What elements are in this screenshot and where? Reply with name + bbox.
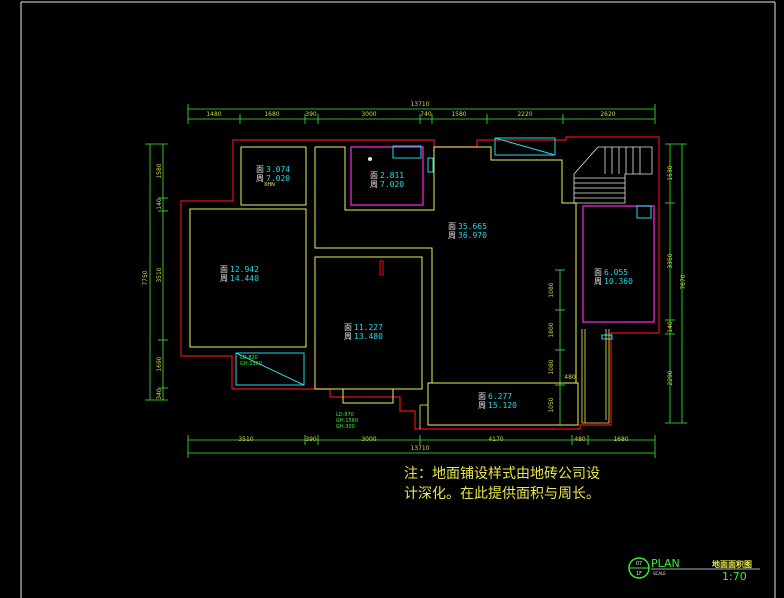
room-perimeter-mark: 周 — [448, 231, 456, 240]
room-tag: XHN — [264, 182, 275, 188]
room-area-mark: 面 — [220, 265, 228, 274]
middle-dim-text: 480 — [564, 374, 576, 381]
room-perimeter: 36.970 — [458, 231, 487, 240]
room-perimeter-mark: 周 — [256, 174, 264, 183]
top-dim-text: 740 — [420, 111, 432, 118]
bottom-overall-dim: 13710 — [410, 445, 429, 452]
left-dim-text: 1580 — [156, 163, 163, 178]
left-dim-text: 3510 — [156, 267, 163, 282]
bottom-dimension-lines — [187, 435, 656, 458]
top-dim-text: 3000 — [361, 111, 376, 118]
middle-dim-text: 1800 — [548, 322, 555, 337]
top-dimension-texts: 1480 1680 390 3000 740 1580 2220 2620 — [206, 111, 615, 118]
room-area: 2.811 — [380, 171, 404, 180]
left-dimension-lines — [145, 143, 168, 401]
window-tag-line: LD:820 — [240, 355, 258, 361]
room-perimeter: 7.020 — [266, 174, 290, 183]
top-dim-text: 1580 — [451, 111, 466, 118]
room-area: 6.277 — [488, 392, 512, 401]
middle-dimension-texts: 1080 1800 1080 1050 480 — [548, 282, 576, 412]
right-dim-text: 1530 — [667, 165, 674, 180]
outer-walls — [180, 136, 660, 430]
title-number: 07 — [636, 561, 642, 567]
bottom-dimension-texts: 3510 390 3000 4170 480 1680 — [238, 436, 628, 443]
right-dim-text: 140 — [667, 321, 674, 333]
room-perimeter: 13.480 — [354, 332, 383, 341]
balcony-rails — [419, 329, 610, 429]
bottom-dim-text: 1680 — [613, 436, 628, 443]
window-tag-line: GH:300 — [336, 424, 355, 430]
left-dim-text: 140 — [156, 198, 163, 210]
top-overall-dim: 13710 — [410, 101, 429, 108]
room-perimeter-mark: 周 — [594, 277, 602, 286]
top-dim-text: 1480 — [206, 111, 221, 118]
room-perimeter-mark: 周 — [220, 274, 228, 283]
bottom-dim-text: 480 — [574, 436, 586, 443]
left-total-dim: 7750 — [142, 270, 149, 285]
title-plan-label: PLAN — [651, 557, 680, 570]
title-scale-word: SCALE — [653, 571, 666, 576]
middle-dim-text: 1080 — [548, 359, 555, 374]
right-dim-text: 3350 — [667, 253, 674, 268]
bottom-dim-text: 3510 — [238, 436, 253, 443]
room-perimeter-mark: 周 — [370, 180, 378, 189]
bottom-dim-text: 3000 — [361, 436, 376, 443]
top-dim-text: 390 — [305, 111, 317, 118]
middle-dim-text: 1050 — [548, 397, 555, 412]
window-tag-line: GH:1560 — [336, 418, 358, 424]
right-dim-text: 2290 — [667, 370, 674, 385]
room-area: 11.227 — [354, 323, 383, 332]
cyan-fixtures — [235, 137, 652, 386]
floor-note-line1: 注：地面铺设样式由地砖公司设 — [404, 466, 600, 482]
column-marker — [379, 260, 384, 276]
room-area: 3.074 — [266, 165, 290, 174]
left-dim-text: 1690 — [156, 356, 163, 371]
room-area-mark: 面 — [370, 171, 378, 180]
room-area: 35.665 — [458, 222, 487, 231]
room-area-mark: 面 — [594, 268, 602, 277]
room-perimeter-mark: 周 — [344, 332, 352, 341]
right-dimension-texts: 1530 3350 140 2290 — [667, 165, 674, 385]
bottom-dim-text: 4170 — [488, 436, 503, 443]
top-dim-text: 2620 — [600, 111, 615, 118]
room-area-mark: 面 — [478, 392, 486, 401]
room-area-mark: 面 — [448, 222, 456, 231]
room-outlines — [189, 146, 579, 426]
room-perimeter: 10.360 — [604, 277, 633, 286]
left-dimension-texts: 1580 140 3510 1690 340 — [156, 163, 163, 400]
top-dim-text: 2220 — [517, 111, 532, 118]
title-scale: 1:70 — [722, 570, 747, 583]
middle-dimension-lines — [555, 269, 565, 426]
room-area-mark: 面 — [256, 165, 264, 174]
right-dimension-lines — [665, 143, 687, 424]
room-perimeter: 15.120 — [488, 401, 517, 410]
room-area: 6.055 — [604, 268, 628, 277]
title-block: 07 1F PLAN SCALE 地面面积图 1:70 — [628, 557, 760, 583]
floor-note-line2: 计深化。在此提供面积与周长。 — [404, 486, 600, 502]
floor-note: 注：地面铺设样式由地砖公司设 计深化。在此提供面积与周长。 — [404, 464, 600, 504]
room-area: 12.942 — [230, 265, 259, 274]
room-area-mark: 面 — [344, 323, 352, 332]
title-text: 地面面积图 — [712, 559, 752, 569]
window-tag-line: LD:870 — [336, 412, 354, 418]
room-perimeter-mark: 周 — [478, 401, 486, 410]
left-dim-text: 340 — [156, 388, 163, 400]
bottom-dim-text: 390 — [305, 436, 317, 443]
window-tag-line: GH:1560 — [240, 361, 262, 367]
right-total-dim: 7670 — [680, 274, 687, 289]
floor-drain-icon — [368, 157, 372, 161]
top-dimension-lines — [187, 104, 656, 124]
room-perimeter: 14.440 — [230, 274, 259, 283]
title-floor: 1F — [636, 571, 642, 577]
magenta-rooms — [350, 146, 655, 323]
staircase — [573, 146, 653, 204]
middle-dim-text: 1080 — [548, 282, 555, 297]
room-perimeter: 7.020 — [380, 180, 404, 189]
top-dim-text: 1680 — [264, 111, 279, 118]
